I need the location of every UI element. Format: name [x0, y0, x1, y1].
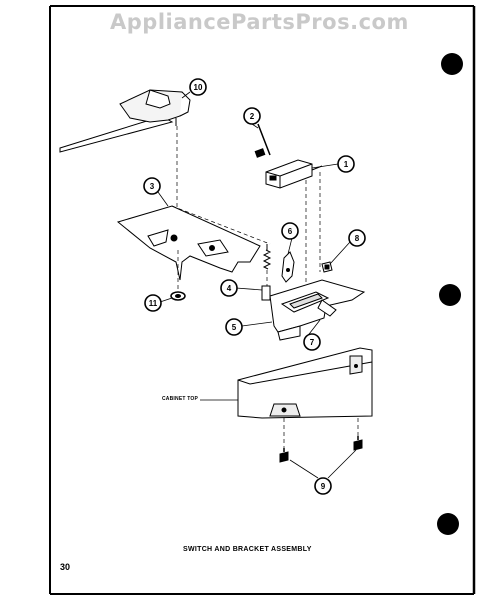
part-clip [321, 261, 333, 273]
callout-6: 6 [288, 227, 293, 236]
cabinet-top-label: CABINET TOP [162, 396, 198, 402]
binder-hole-bottom [437, 513, 459, 535]
part-screw [254, 123, 271, 158]
part-main-bracket [269, 279, 366, 341]
part-switch [265, 159, 323, 189]
part-spring [262, 244, 272, 270]
callout-2: 2 [250, 112, 255, 121]
callout-leaders [157, 91, 351, 339]
part-washer [170, 291, 186, 301]
binder-hole-middle [439, 284, 461, 306]
callout-4: 4 [227, 284, 232, 293]
guide-line-plate [171, 205, 271, 245]
callout-5: 5 [232, 323, 237, 332]
callout-8: 8 [355, 234, 360, 243]
callout-10: 10 [194, 83, 203, 92]
callout-7: 7 [310, 338, 315, 347]
callout-circles [143, 78, 366, 495]
callout-3: 3 [150, 182, 155, 191]
callout-leader-9b [327, 449, 357, 479]
callout-9: 9 [321, 482, 326, 491]
page-border [49, 5, 476, 595]
callout-11: 11 [149, 299, 158, 308]
cabinet-top [237, 347, 373, 419]
binder-hole-top [441, 53, 463, 75]
watermark: AppliancePartsPros.com [110, 10, 409, 34]
callout-1: 1 [344, 160, 349, 169]
part-bracket-plate [116, 205, 261, 281]
diagram-caption: SWITCH AND BRACKET ASSEMBLY [183, 546, 312, 553]
part-lever-arm [59, 89, 191, 153]
callout-leader-9a [289, 459, 319, 479]
part-screws [279, 436, 363, 463]
spring-tab [261, 285, 271, 301]
page-number: 30 [60, 562, 71, 572]
part-actuator [281, 251, 295, 283]
